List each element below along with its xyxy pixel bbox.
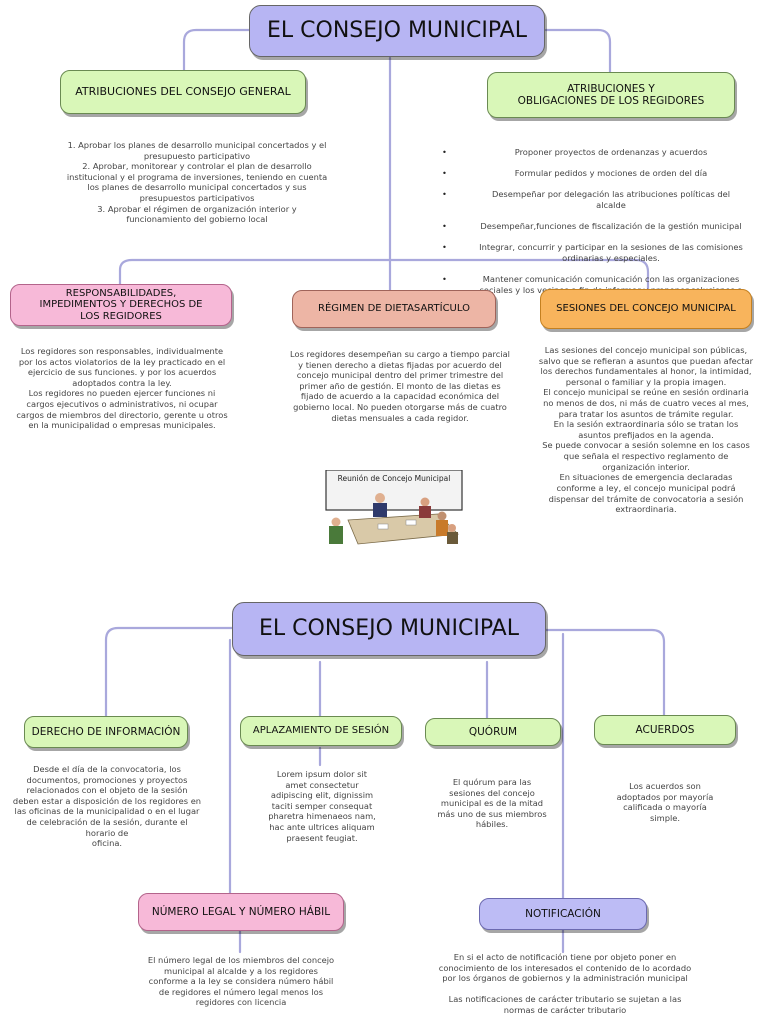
page-title-top: EL CONSEJO MUNICIPAL (249, 5, 545, 57)
derecho-node: DERECHO DE INFORMACIÓN (24, 716, 188, 748)
meeting-illustration: Reunión de Concejo Municipal (318, 469, 464, 546)
atribuciones-regidores-title-2: OBLIGACIONES DE LOS REGIDORES (517, 95, 705, 107)
list-item: Integrar, concurrir y participar en la s… (442, 242, 752, 263)
aplazamiento-text: Lorem ipsum dolor sit amet consectetur a… (268, 769, 376, 843)
sesiones-text: Las sesiones del concejo municipal son p… (538, 345, 754, 515)
derecho-title: DERECHO DE INFORMACIÓN (31, 725, 181, 738)
list-item: Desempeñar,funciones de fiscalización de… (442, 221, 752, 232)
responsabilidades-title-1: RESPONSABILIDADES, (65, 287, 177, 299)
acuerdos-title: ACUERDOS (635, 723, 695, 736)
quorum-title: QUÓRUM (468, 725, 518, 738)
responsabilidades-node: RESPONSABILIDADES, IMPEDIMENTOS Y DERECH… (10, 284, 232, 326)
responsabilidades-title-3: LOS REGIDORES (80, 310, 162, 322)
list-item: Desempeñar por delegación las atribucion… (442, 189, 752, 210)
sesiones-title: SESIONES DEL CONCEJO MUNICIPAL (556, 303, 736, 315)
atribuciones-general-title: ATRIBUCIONES DEL CONSEJO GENERAL (75, 84, 291, 98)
quorum-node: QUÓRUM (425, 718, 561, 746)
page-title-top-label: EL CONSEJO MUNICIPAL (267, 18, 527, 44)
sesiones-node: SESIONES DEL CONCEJO MUNICIPAL (540, 289, 752, 329)
atribuciones-general-text: 1. Aprobar los planes de desarrollo muni… (66, 140, 328, 225)
page-title-bottom-label: EL CONSEJO MUNICIPAL (259, 616, 519, 642)
atribuciones-regidores-node: ATRIBUCIONES Y OBLIGACIONES DE LOS REGID… (487, 72, 735, 118)
meeting-caption: Reunión de Concejo Municipal (338, 474, 451, 483)
notificacion-title: NOTIFICACIÓN (525, 907, 601, 920)
regimen-text: Los regidores desempeñan su cargo a tiem… (290, 349, 510, 423)
numero-legal-text: El número legal de los miembros del conc… (147, 955, 335, 1008)
atribuciones-general-node: ATRIBUCIONES DEL CONSEJO GENERAL (60, 70, 306, 114)
regimen-title: RÉGIMEN DE DIETASARTÍCULO (318, 303, 470, 315)
list-item: Formular pedidos y mociones de orden del… (442, 168, 752, 179)
meeting-image: Reunión de Concejo Municipal (325, 469, 463, 545)
page-title-bottom: EL CONSEJO MUNICIPAL (232, 602, 546, 656)
responsabilidades-text: Los regidores son responsables, individu… (16, 346, 228, 431)
numero-legal-node: NÚMERO LEGAL Y NÚMERO HÁBIL (138, 893, 344, 931)
responsabilidades-title-2: IMPEDIMENTOS Y DERECHOS DE (39, 299, 203, 311)
notificacion-text: En si el acto de notificación tiene por … (438, 952, 692, 1016)
derecho-text: Desde el día de la convocatoria, los doc… (12, 764, 202, 849)
aplazamiento-title: APLAZAMIENTO DE SESIÓN (252, 725, 390, 737)
numero-legal-title: NÚMERO LEGAL Y NÚMERO HÁBIL (151, 905, 331, 918)
atribuciones-regidores-title-1: ATRIBUCIONES Y (567, 82, 655, 95)
aplazamiento-node: APLAZAMIENTO DE SESIÓN (240, 716, 402, 746)
list-item: Proponer proyectos de ordenanzas y acuer… (442, 147, 752, 158)
regimen-node: RÉGIMEN DE DIETASARTÍCULO (292, 290, 496, 328)
quorum-text: El quórum para las sesiones del concejo … (437, 777, 547, 830)
notificacion-node: NOTIFICACIÓN (479, 898, 647, 930)
acuerdos-node: ACUERDOS (594, 715, 736, 745)
acuerdos-text: Los acuerdos son adoptados por mayoría c… (616, 781, 714, 823)
